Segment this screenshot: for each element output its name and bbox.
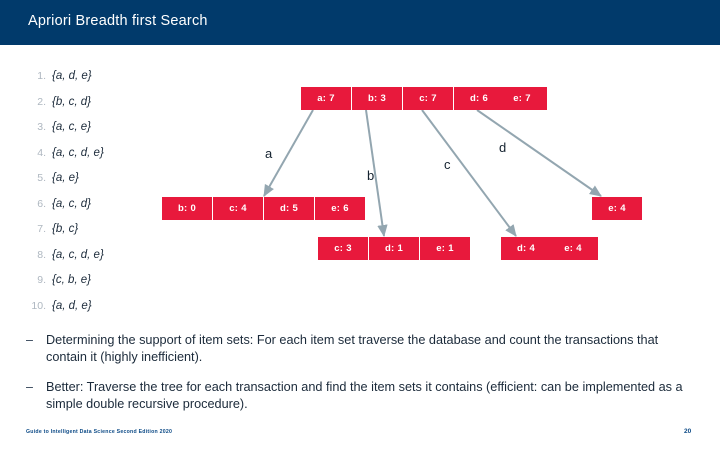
bullet-text: Determining the support of item sets: Fo…: [46, 333, 659, 364]
transaction-itemset: {a, e}: [52, 172, 79, 184]
transaction-list: 1. {a, d, e} 2. {b, c, d} 3. {a, c, e} 4. {a, c…: [26, 70, 176, 325]
transaction-itemset: {a, c, d}: [52, 197, 92, 210]
transaction-row: 5. {a, e}: [26, 172, 176, 198]
bullet-dash-icon: –: [26, 380, 33, 394]
bullet-list: –Determining the support of item sets: F…: [26, 332, 691, 426]
tree-node: b: 0: [162, 197, 212, 220]
transaction-row: 9. {c, b, e}: [26, 274, 176, 300]
tree-node: b: 3: [352, 87, 402, 110]
transaction-row: 8. {a, c, d, e}: [26, 249, 176, 275]
tree-edge-label: b: [367, 168, 375, 183]
tree-node: a: 7: [301, 87, 351, 110]
transaction-row: 3. {a, c, e}: [26, 121, 176, 147]
transaction-itemset: {a, d, e}: [52, 70, 92, 82]
transaction-number: 10.: [31, 299, 46, 312]
tree-node: e: 4: [548, 237, 598, 260]
transaction-row: 2. {b, c, d}: [26, 96, 176, 122]
tree-node: d: 1: [369, 237, 419, 260]
transaction-number: 8.: [37, 248, 46, 261]
tree-node: d: 5: [264, 197, 314, 220]
tree-node: e: 6: [315, 197, 365, 220]
tree-edge-label: c: [444, 157, 451, 172]
transaction-row: 6. {a, c, d}: [26, 198, 176, 224]
edge-c: [421, 109, 517, 237]
title-bar: [0, 0, 720, 45]
footer-text: Guide to Intelligent Data Science Second…: [26, 429, 173, 435]
transaction-number: 3.: [37, 121, 46, 133]
tree-edge-label: a: [265, 146, 273, 161]
tree-node: c: 3: [318, 237, 368, 260]
transaction-itemset: {b, c, d}: [52, 95, 92, 108]
tree-node: c: 4: [213, 197, 263, 220]
page-title: Apriori Breadth first Search: [28, 13, 208, 29]
footer-page-number: 20: [684, 428, 692, 435]
transaction-itemset: {a, d, e}: [52, 299, 92, 312]
transaction-row: 10. {a, d, e}: [26, 300, 176, 326]
tree-edge-label: d: [499, 140, 507, 155]
edge-d: [476, 109, 602, 197]
transaction-number: 5.: [37, 172, 46, 184]
transaction-itemset: {a, c, e}: [52, 121, 92, 133]
tree-node: e: 4: [592, 197, 642, 220]
transaction-itemset: {a, c, d, e}: [52, 146, 104, 159]
transaction-number: 2.: [37, 95, 46, 108]
transaction-number: 4.: [37, 146, 46, 159]
tree-edges: [263, 109, 602, 237]
transaction-number: 7.: [37, 223, 46, 235]
transaction-itemset: {a, c, d, e}: [52, 248, 104, 261]
tree-node: e: 7: [497, 87, 547, 110]
transaction-number: 1.: [37, 70, 46, 82]
tree-node: d: 4: [501, 237, 551, 260]
transaction-number: 9.: [37, 274, 46, 286]
transaction-itemset: {c, b, e}: [52, 274, 92, 286]
bullet-dash-icon: –: [26, 333, 33, 347]
bullet-item: –Determining the support of item sets: F…: [26, 332, 691, 366]
bullet-text: Better: Traverse the tree for each trans…: [46, 380, 683, 411]
bullet-item: –Better: Traverse the tree for each tran…: [26, 379, 691, 413]
transaction-itemset: {b, c}: [52, 223, 79, 235]
tree-node: c: 7: [403, 87, 453, 110]
transaction-number: 6.: [37, 197, 46, 210]
tree-node: d: 6: [454, 87, 504, 110]
tree-node: e: 1: [420, 237, 470, 260]
transaction-row: 7. {b, c}: [26, 223, 176, 249]
transaction-row: 4. {a, c, d, e}: [26, 147, 176, 173]
transaction-row: 1. {a, d, e}: [26, 70, 176, 96]
